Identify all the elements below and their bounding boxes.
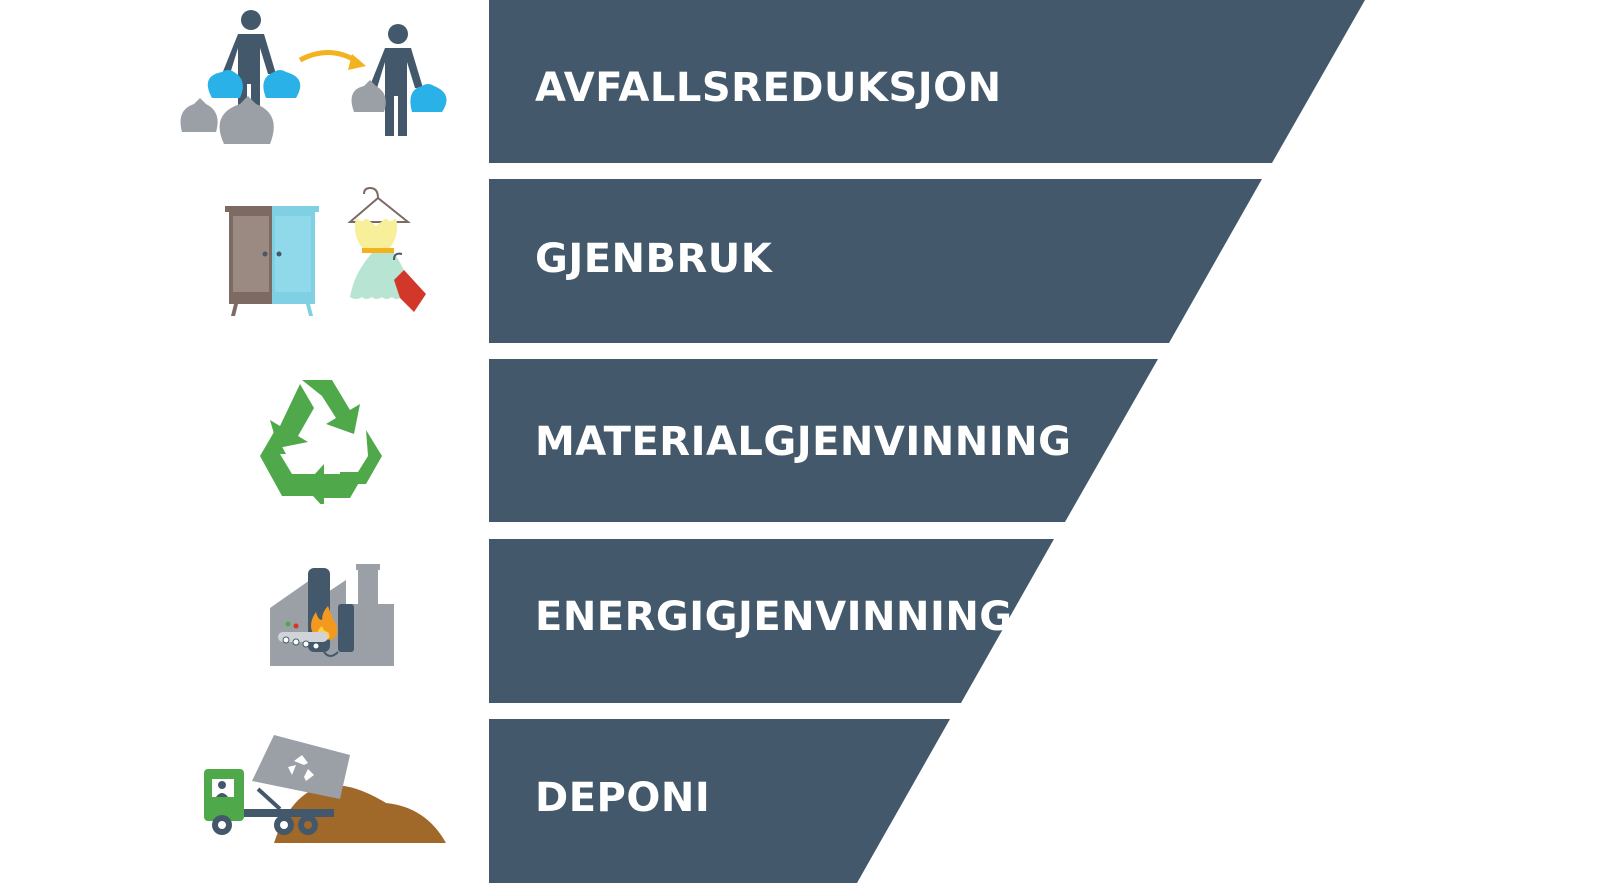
band-shape bbox=[489, 719, 950, 883]
band-shape bbox=[489, 359, 1158, 522]
recycle-arrow-right bbox=[340, 430, 382, 484]
energy-recovery-icon bbox=[270, 564, 394, 666]
band-shape bbox=[489, 539, 1054, 703]
level-band-5: DEPONI bbox=[489, 719, 950, 883]
level-band-1: AVFALLSREDUKSJON bbox=[489, 0, 1365, 163]
reuse-icon bbox=[225, 186, 426, 316]
price-tag-icon bbox=[393, 252, 426, 312]
wardrobe-icon bbox=[225, 206, 319, 316]
level-label-2: GJENBRUK bbox=[535, 236, 774, 282]
chimney-icon bbox=[358, 568, 378, 612]
recycle-arrow-bottom-left bbox=[260, 432, 320, 496]
band-shape bbox=[489, 0, 1365, 163]
recycle-arrow-top bbox=[302, 380, 360, 434]
recycle-arrow-bottom-right bbox=[304, 464, 364, 504]
reduce-arrow-icon bbox=[298, 49, 360, 65]
level-label-3: MATERIALGJENVINNING bbox=[535, 419, 1071, 465]
level-band-3: MATERIALGJENVINNING bbox=[489, 359, 1158, 522]
band-shape bbox=[489, 179, 1262, 343]
dump-truck-icon bbox=[204, 735, 350, 835]
recycling-icon bbox=[260, 380, 382, 504]
person-many-bags-icon bbox=[180, 10, 301, 144]
recycle-mark-icon bbox=[288, 755, 314, 781]
level-label-5: DEPONI bbox=[535, 775, 710, 821]
level-band-2: GJENBRUK bbox=[489, 179, 1262, 343]
truck-bed-icon bbox=[252, 735, 350, 799]
landfill-icon bbox=[204, 735, 446, 843]
recycle-arrow-left bbox=[270, 384, 314, 448]
level-label-1: AVFALLSREDUKSJON bbox=[535, 65, 1002, 111]
level-band-4: ENERGIGJENVINNING bbox=[489, 539, 1054, 703]
conveyor-belt-icon bbox=[278, 632, 328, 642]
person-few-bags-icon bbox=[351, 24, 447, 136]
level-label-4: ENERGIGJENVINNING bbox=[535, 594, 1013, 640]
flame-icon bbox=[311, 606, 338, 640]
waste-reduction-icon bbox=[180, 10, 447, 144]
